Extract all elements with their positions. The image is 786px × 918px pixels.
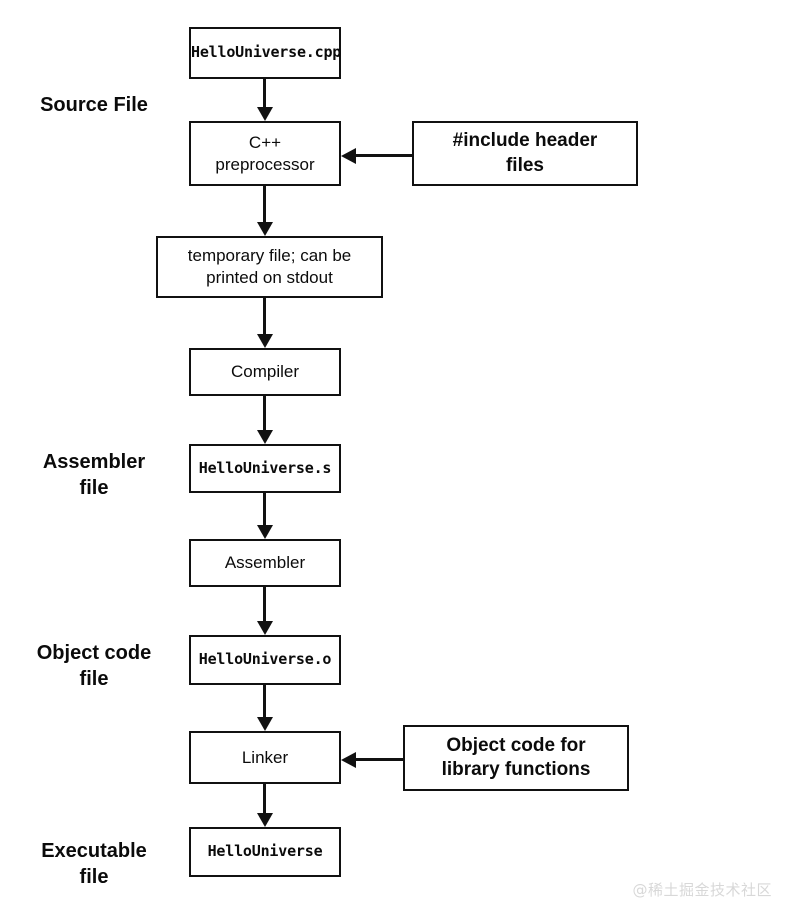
node-cpp-preprocessor[interactable]: C++ preprocessor [189,121,341,186]
node-assembly-file-label: HelloUniverse.s [198,458,332,477]
node-include-header-files[interactable]: #include header files [412,121,638,186]
node-executable-label: HelloUniverse [207,842,323,861]
node-assembler[interactable]: Assembler [189,539,341,587]
node-assembly-file[interactable]: HelloUniverse.s [189,444,341,493]
node-temporary-file[interactable]: temporary file; can be printed on stdout [156,236,383,298]
side-label-assembler-file: Assembler file [42,451,146,500]
node-assembler-label: Assembler [224,553,306,573]
watermark-text: @稀土掘金技术社区 [632,881,772,899]
node-cpp-preprocessor-label: C++ preprocessor [215,132,315,174]
node-source-file[interactable]: HelloUniverse.cpp [189,27,341,79]
node-source-file-label: HelloUniverse.cpp [191,43,342,62]
node-compiler[interactable]: Compiler [189,348,341,396]
node-include-header-files-label: #include header files [452,130,598,176]
node-temporary-file-label: temporary file; can be printed on stdout [187,246,352,287]
node-linker[interactable]: Linker [189,731,341,784]
side-label-object-code-file: Object code file [36,642,152,691]
node-library-object-code[interactable]: Object code for library functions [403,725,629,791]
node-library-object-code-label: Object code for library functions [441,734,591,780]
side-label-source-file: Source File [40,94,148,116]
node-object-file[interactable]: HelloUniverse.o [189,635,341,685]
side-label-executable-file: Executable file [41,840,147,889]
node-executable[interactable]: HelloUniverse [189,827,341,877]
node-compiler-label: Compiler [230,362,300,382]
node-linker-label: Linker [241,747,289,767]
node-object-file-label: HelloUniverse.o [198,650,332,669]
